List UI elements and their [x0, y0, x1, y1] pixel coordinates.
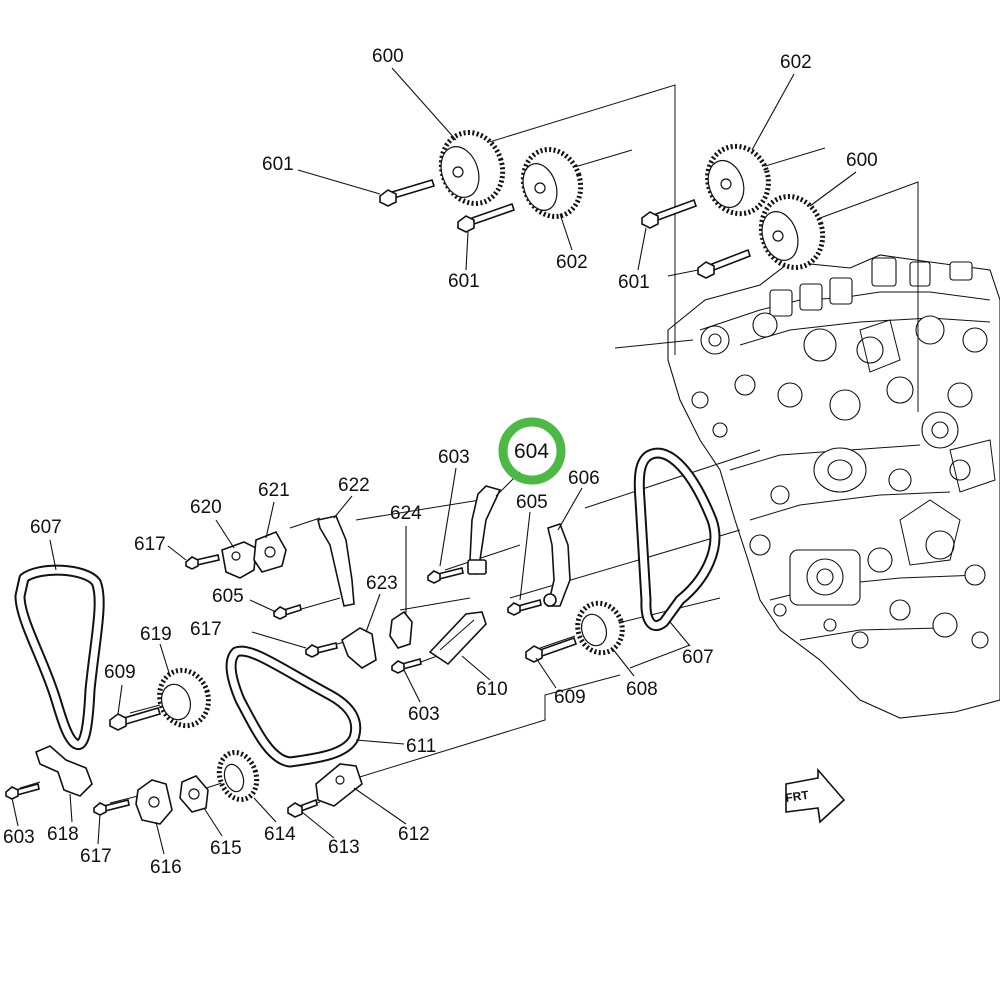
bolt-601-d [697, 248, 751, 279]
bolt-617-upper [185, 554, 220, 570]
bolt-617-lower [93, 799, 130, 816]
callout-600: 600 [372, 46, 404, 67]
tensioner-623 [341, 627, 377, 669]
callout-611: 611 [406, 736, 436, 757]
callout-617: 617 [80, 846, 112, 867]
bolt-603-mid [391, 657, 422, 674]
bolt-601-a [379, 179, 436, 207]
callout-610: 610 [476, 679, 508, 700]
gasket-615 [179, 775, 209, 813]
callout-624: 624 [390, 503, 422, 524]
bolt-603-lower [5, 783, 40, 800]
callout-labels: 600 602 600 601 601 602 601 603 604 606 … [3, 46, 878, 878]
callout-605: 605 [212, 586, 244, 607]
gasket-621 [253, 530, 287, 573]
callout-606: 606 [568, 468, 600, 489]
callout-600: 600 [846, 150, 878, 171]
sprocket-614 [216, 750, 260, 802]
callout-613: 613 [328, 837, 360, 858]
chain-guide-622 [317, 515, 355, 607]
callout-617: 617 [190, 619, 222, 640]
bolt-601-c [641, 198, 698, 229]
front-direction-arrow-icon: FRT [784, 767, 846, 824]
tensioner-612 [315, 763, 363, 807]
callout-615: 615 [210, 838, 242, 859]
chain-guide-618 [35, 745, 93, 797]
callout-609: 609 [104, 662, 136, 683]
callout-608: 608 [626, 679, 658, 700]
callout-623: 623 [366, 573, 398, 594]
callout-612: 612 [398, 824, 430, 845]
chain-guide-606 [543, 522, 571, 607]
bracket-624 [389, 610, 413, 649]
bolt-605-left [273, 603, 302, 620]
alignment-lines [19, 84, 919, 809]
callout-620: 620 [190, 497, 222, 518]
callout-618: 618 [47, 824, 79, 845]
bolt-613 [287, 798, 318, 818]
bolt-603-upper [427, 567, 464, 584]
chain-guide-610 [428, 611, 487, 666]
bolt-609-right [525, 636, 578, 663]
crankshaft-sprocket-608 [575, 600, 625, 656]
timing-chain-607-right [633, 447, 721, 631]
tensioner-616 [135, 779, 173, 825]
callout-602: 602 [556, 252, 588, 273]
camshaft-sprocket-600-left [438, 130, 506, 206]
callout-601: 601 [262, 154, 294, 175]
leader-lines [11, 67, 857, 855]
callout-607: 607 [682, 647, 714, 668]
tensioner-620 [221, 541, 257, 579]
highlight-ring-604 [498, 417, 566, 485]
callout-601: 601 [448, 271, 480, 292]
callout-619: 619 [140, 624, 172, 645]
timing-chain-611 [225, 645, 362, 768]
camshaft-sprocket-600-right [758, 194, 826, 270]
callout-601: 601 [618, 272, 650, 293]
callout-607: 607 [30, 517, 62, 538]
camshaft-sprocket-602-right [705, 143, 771, 217]
callout-616: 616 [150, 857, 182, 878]
timing-chain-607-left [14, 564, 105, 750]
callout-604: 604 [514, 440, 549, 463]
callout-609: 609 [554, 687, 586, 708]
callout-602: 602 [780, 52, 812, 73]
callout-603: 603 [3, 827, 35, 848]
callout-622: 622 [338, 475, 370, 496]
callout-617: 617 [134, 534, 166, 555]
callout-614: 614 [264, 824, 296, 845]
engine-block [667, 254, 1000, 719]
bolt-609-left [109, 707, 162, 731]
camshaft-sprocket-602-left [520, 147, 584, 219]
callout-621: 621 [258, 480, 290, 501]
callout-605: 605 [516, 492, 548, 513]
callout-603: 603 [438, 447, 470, 468]
bolt-605-right [507, 599, 542, 616]
front-marker-label: FRT [784, 788, 810, 805]
chain-guide-604 [467, 485, 502, 575]
idler-sprocket-619 [157, 667, 211, 729]
bolt-601-b [457, 202, 516, 233]
callout-603: 603 [408, 704, 440, 725]
bolt-617-mid [305, 642, 338, 658]
